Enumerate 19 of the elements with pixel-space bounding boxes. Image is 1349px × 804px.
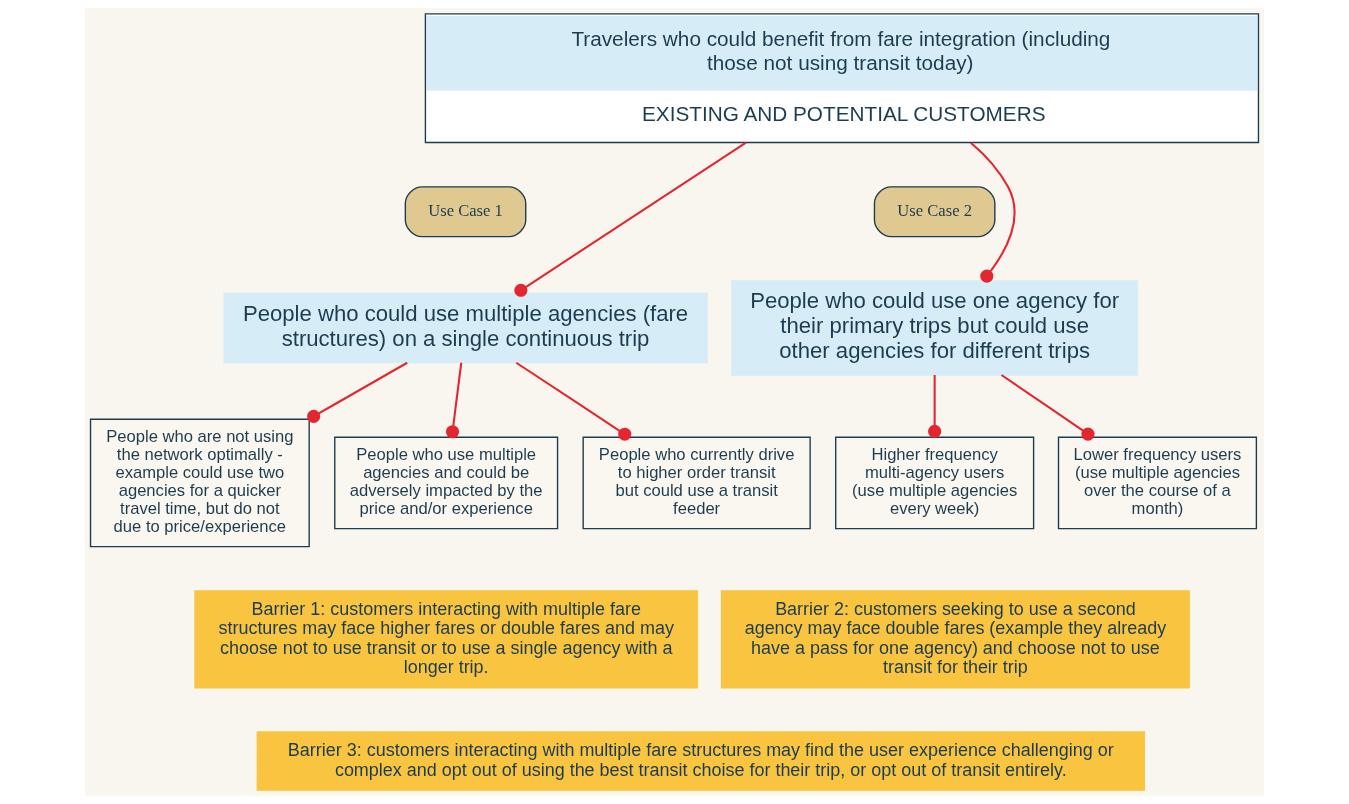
- node-box: Use Case 1: [404, 186, 527, 238]
- connector: [1000, 374, 1095, 441]
- node-box: People who could use multiple agencies (fare structures) on a single continuous trip: [223, 292, 708, 364]
- node-box: Higher frequency multi-agency users (use multiple agencies every week): [835, 436, 1035, 530]
- node-box: Barrier 2: customers seeking to use a second agency may face double fares (example they already have a pass for one agency) and choose not to use transit for their trip: [720, 590, 1190, 689]
- node-box: People who are not using the network optimally - example could use two agencies for a quicker travel time, but do not due to price/experience: [89, 418, 310, 548]
- node-box: Lower frequency users (use multiple agencies over the course of a month): [1057, 436, 1258, 530]
- node-box: People who could use one agency for their primary trips but could use other agencies for different trips: [731, 280, 1139, 376]
- connector: [515, 361, 632, 441]
- node-box: Barrier 3: customers interacting with multiple fare structures may find the user experience challenging or complex and opt out of using the best transit choise for their trip, or opt out of transit entirely.: [256, 731, 1145, 791]
- connector: [928, 375, 942, 439]
- node-box: People who use multiple agencies and could be adversely impacted by the price and/or experience: [334, 436, 559, 530]
- connector: [970, 141, 1016, 283]
- node-box: Barrier 1: customers interacting with multiple fare structures may face higher fares or double fares and may choose not to use transit or to use a single agency with a longer trip.: [194, 590, 699, 689]
- node-box: Use Case 2: [873, 186, 996, 238]
- connector: [307, 361, 408, 423]
- node-box: People who currently drive to higher order transit but could use a transit feeder: [582, 436, 811, 530]
- connector: [445, 362, 463, 439]
- connector: [514, 141, 747, 297]
